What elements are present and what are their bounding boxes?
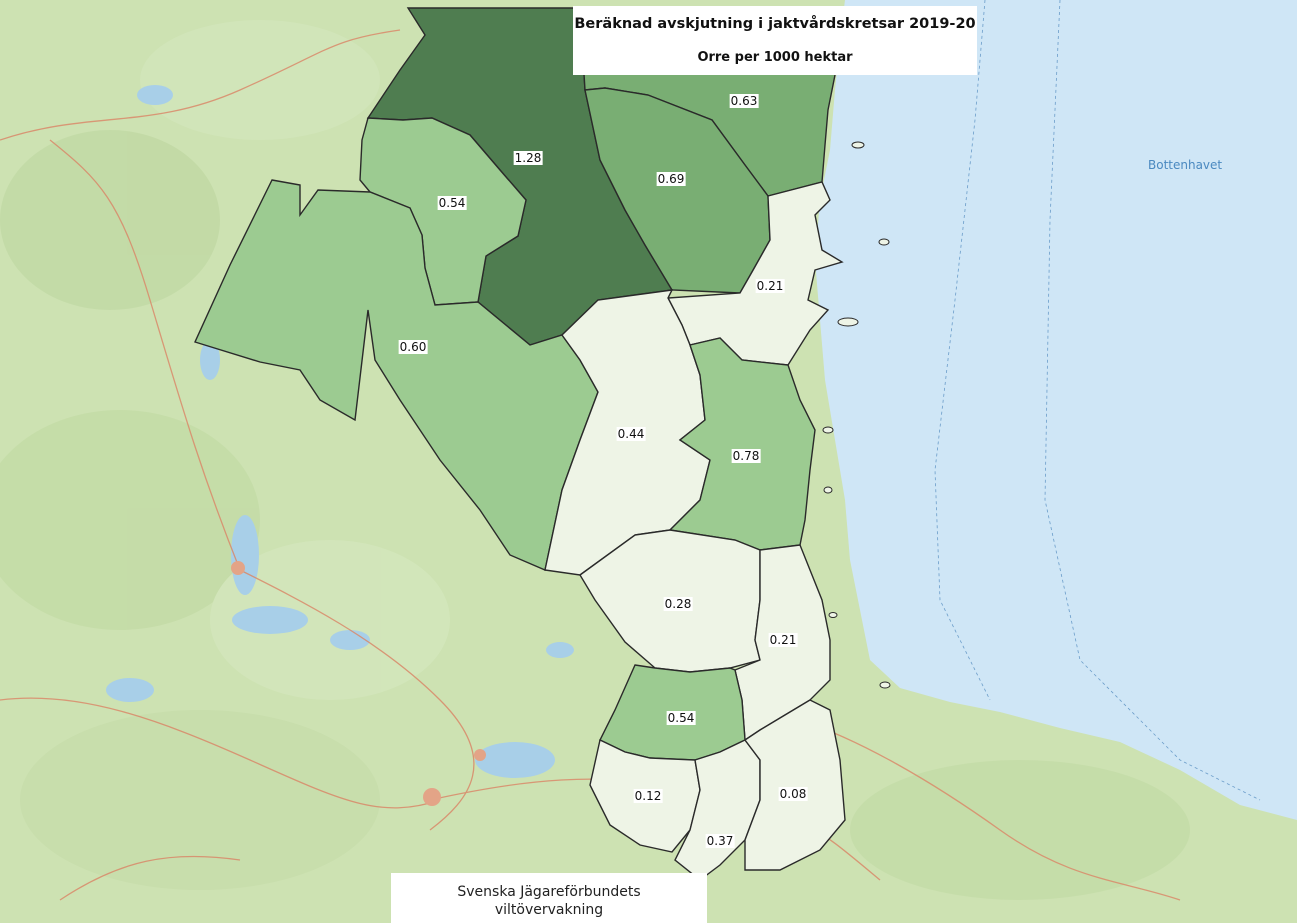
credit-line-2: viltövervakning — [494, 902, 604, 918]
region-value-label: 0.78 — [731, 449, 761, 463]
region-value-label: 0.69 — [656, 172, 686, 186]
region-value-label: 0.28 — [663, 597, 693, 611]
credit-box: Svenska Jägareförbundets viltövervakning — [391, 873, 707, 923]
region-value-label: 0.54 — [666, 711, 696, 725]
lakes — [106, 85, 574, 778]
region-value-label: 0.12 — [633, 789, 663, 803]
credit-line-1: Svenska Jägareförbundets — [457, 884, 641, 900]
region-0-21-north[interactable] — [666, 181, 844, 366]
region-value-label: 0.08 — [778, 787, 808, 801]
region-0-78[interactable] — [668, 337, 816, 551]
region-value-label: 0.44 — [616, 427, 646, 441]
region-value-label: 1.28 — [513, 151, 543, 165]
region-value-label: 0.54 — [437, 196, 467, 210]
region-value-label: 0.60 — [398, 340, 428, 354]
sea-label: Bottenhavet — [1148, 158, 1223, 172]
region-value-label: 0.21 — [755, 279, 785, 293]
region-value-label: 0.21 — [768, 633, 798, 647]
map-title-box: Beräknad avskjutning i jaktvårdskretsar … — [573, 6, 977, 75]
maritime-boundaries — [934, 0, 1261, 801]
region-0-08[interactable] — [743, 699, 846, 871]
skerries — [822, 141, 891, 689]
sea-area — [815, 0, 1297, 820]
region-0-37[interactable] — [674, 739, 761, 881]
map-title: Beräknad avskjutning i jaktvårdskretsar … — [574, 16, 976, 32]
map-subtitle: Orre per 1000 hektar — [697, 50, 853, 65]
region-value-label: 0.63 — [729, 94, 759, 108]
terrain-shading — [0, 20, 1190, 900]
region-value-label: 0.37 — [705, 834, 735, 848]
